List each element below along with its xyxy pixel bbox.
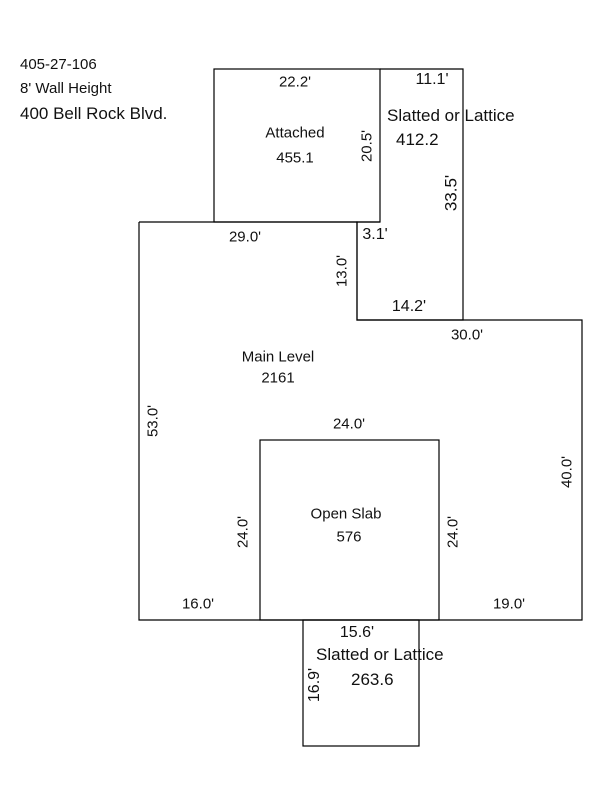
attached-label: Attached [265, 124, 325, 142]
dim-attached-right: 20.5' [358, 129, 376, 163]
dim-main-top-right: 30.0' [450, 326, 484, 344]
dim-slab-right: 24.0' [444, 515, 462, 549]
dim-attached-top: 22.2' [278, 73, 312, 91]
dim-main-bottom-right: 19.0' [492, 595, 526, 613]
slatted-lower-outline [302, 619, 420, 747]
dim-slab-top: 24.0' [332, 415, 366, 433]
dim-slab-left: 24.0' [234, 515, 252, 549]
main-level-outline [138, 221, 583, 621]
slatted-lower-label: Slatted or Lattice [316, 645, 444, 664]
address: 400 Bell Rock Blvd. [20, 104, 168, 123]
main-level-label: Main Level [241, 348, 315, 366]
dim-notch-side: 13.0' [333, 254, 351, 288]
slatted-lower-value: 263.6 [351, 670, 394, 689]
attached-value: 455.1 [276, 149, 314, 167]
dim-slatted-lower-left: 16.9' [306, 667, 323, 703]
dim-slatted-upper-top: 11.1' [415, 71, 449, 88]
open-slab-value: 576 [336, 528, 362, 546]
slatted-upper-label: Slatted or Lattice [387, 106, 515, 125]
dim-main-right: 40.0' [558, 455, 576, 489]
dim-main-left: 53.0' [144, 404, 162, 438]
parcel-id: 405-27-106 [20, 56, 97, 73]
dim-notch-bottom: 14.2' [391, 298, 427, 315]
wall-height: 8' Wall Height [20, 80, 112, 97]
dim-main-top-left: 29.0' [228, 228, 262, 246]
dim-notch-top: 3.1' [362, 226, 388, 243]
dim-slatted-lower-top: 15.6' [339, 624, 375, 641]
open-slab-label: Open Slab [310, 505, 382, 523]
main-level-value: 2161 [261, 369, 295, 387]
slatted-upper-value: 412.2 [396, 130, 439, 149]
dim-slatted-upper-right: 33.5' [441, 174, 461, 212]
attached-area-outline [213, 68, 381, 223]
dim-main-bottom-left: 16.0' [181, 595, 215, 613]
